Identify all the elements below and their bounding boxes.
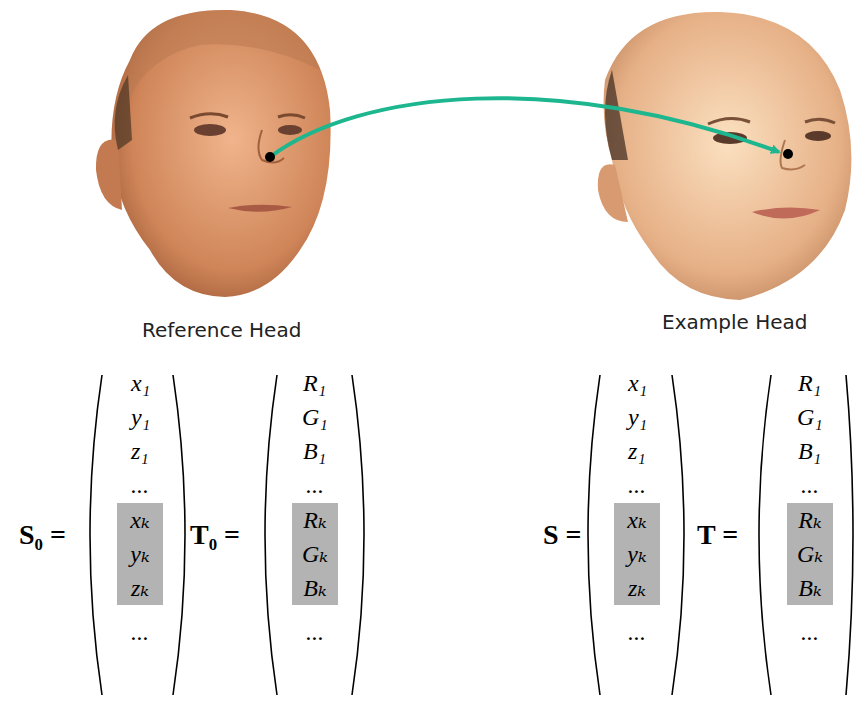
point-dot bbox=[783, 149, 793, 159]
vector-entry: xₖ bbox=[117, 503, 163, 537]
vector-entry: x₁ bbox=[131, 370, 150, 397]
vector-entry: zₖ bbox=[614, 571, 660, 605]
reference-head bbox=[96, 10, 331, 297]
vector-entry: Rₖ bbox=[292, 503, 338, 537]
vector-entry: yₖ bbox=[117, 537, 163, 571]
vector-entry: ... bbox=[131, 619, 149, 646]
vector-entry: ... bbox=[306, 472, 324, 499]
highlight-box: RₖGₖBₖ bbox=[292, 503, 338, 605]
vector-entry: y₁ bbox=[131, 404, 150, 431]
vector-entry: ... bbox=[801, 472, 819, 499]
vector-entry: ... bbox=[628, 472, 646, 499]
vector-entry: y₁ bbox=[628, 404, 647, 431]
head-caption: Reference Head bbox=[142, 318, 301, 342]
vector-entry: ... bbox=[306, 619, 324, 646]
vector-brackets bbox=[90, 375, 853, 695]
vector-entry: G₁ bbox=[797, 404, 823, 431]
vector-entry: Rₖ bbox=[787, 503, 833, 537]
point-dot bbox=[265, 152, 275, 162]
highlight-box: xₖyₖzₖ bbox=[614, 503, 660, 605]
vector-name: T = bbox=[697, 519, 738, 551]
highlight-box: RₖGₖBₖ bbox=[787, 503, 833, 605]
vector-entry: ... bbox=[801, 619, 819, 646]
vector-entry: G₁ bbox=[302, 404, 328, 431]
vector-entry: ... bbox=[131, 472, 149, 499]
correspondence-arrow bbox=[270, 98, 779, 157]
vector-name: T₀ = bbox=[190, 519, 240, 551]
vector-entry: xₖ bbox=[614, 503, 660, 537]
vector-entry: R₁ bbox=[798, 370, 821, 397]
vector-entry: Gₖ bbox=[292, 537, 338, 571]
vector-entry: x₁ bbox=[628, 370, 647, 397]
head-caption: Example Head bbox=[662, 310, 807, 334]
vector-name: S = bbox=[543, 519, 582, 551]
vector-entry: Bₖ bbox=[787, 571, 833, 605]
vector-entry: R₁ bbox=[303, 370, 326, 397]
vector-entry: z₁ bbox=[628, 438, 646, 465]
vector-entry: B₁ bbox=[303, 438, 326, 465]
vector-entry: zₖ bbox=[117, 571, 163, 605]
vector-entry: Bₖ bbox=[292, 571, 338, 605]
vector-entry: B₁ bbox=[798, 438, 821, 465]
vector-entry: ... bbox=[628, 619, 646, 646]
vector-name: S₀ = bbox=[19, 519, 66, 551]
vector-entry: z₁ bbox=[131, 438, 149, 465]
example-head bbox=[598, 12, 852, 300]
vector-entry: yₖ bbox=[614, 537, 660, 571]
vector-entry: Gₖ bbox=[787, 537, 833, 571]
highlight-box: xₖyₖzₖ bbox=[117, 503, 163, 605]
